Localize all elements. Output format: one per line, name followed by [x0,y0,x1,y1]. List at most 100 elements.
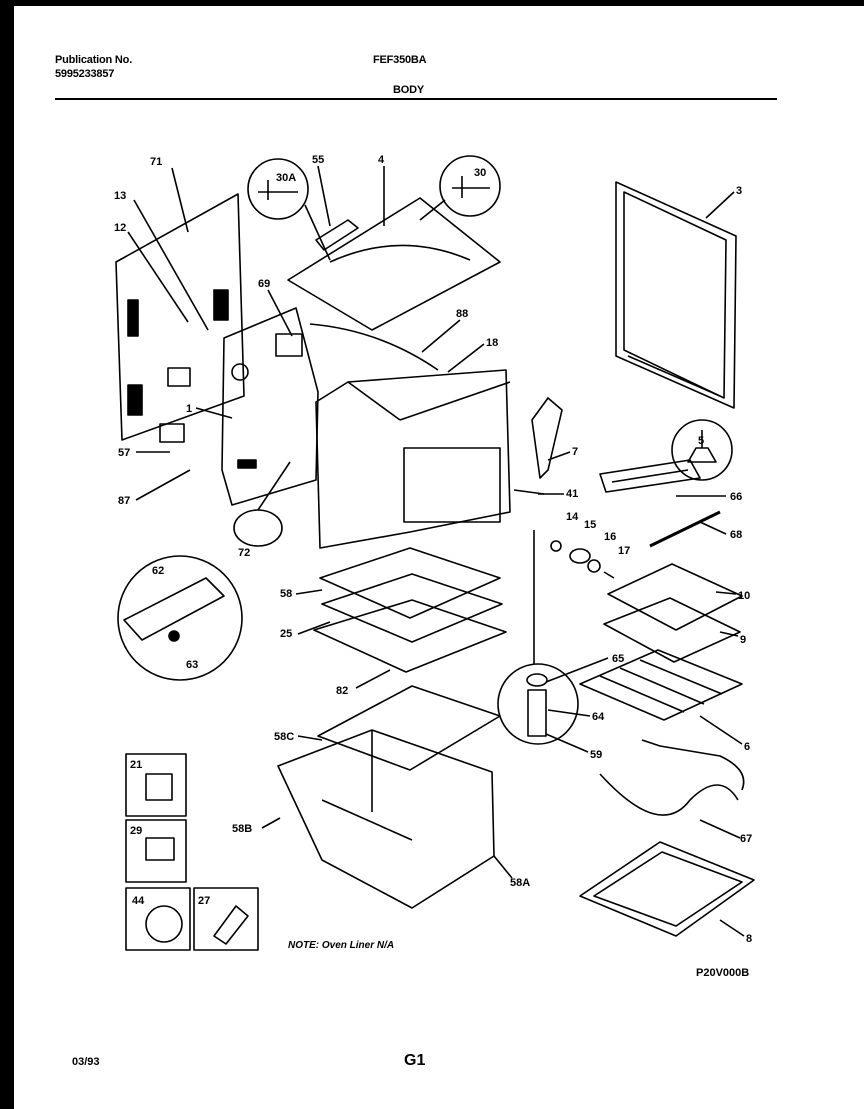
section-title: BODY [393,84,424,96]
leader-58 [295,589,323,595]
detail-30a-circle [247,158,309,220]
callout-72: 72 [238,547,250,559]
leader-30 [419,199,446,221]
part-68-element [649,510,721,548]
leader-58c [297,735,323,741]
part-29-icon [145,837,175,861]
leader-25 [297,621,331,635]
callout-64: 64 [592,711,605,723]
leader-64 [547,709,591,717]
leader-69 [267,289,293,337]
callout-41: 41 [566,488,578,500]
leader-12 [127,231,189,323]
part-69-clip [275,333,303,357]
drawing-code: P20V000B [696,967,749,979]
box-44 [125,887,191,951]
callout-66: 66 [730,491,742,503]
callout-29: 29 [130,825,142,837]
part-30-bracket [452,176,490,198]
part-4-top-panel [287,197,501,331]
callout-6: 6 [744,741,750,753]
part-17-screw [603,571,615,579]
publication-number: 5995233857 [55,68,115,80]
leader-18 [447,343,485,373]
part-62-terminal-block [123,577,225,641]
part-25-pan [321,573,503,643]
part-64-light-housing [527,689,547,737]
callout-30a: 30A [276,172,296,184]
leader-88 [421,319,461,353]
leader-72 [257,461,291,511]
callout-10: 10 [738,590,750,602]
callout-1: 1 [186,403,192,415]
callout-58c: 58C [274,731,294,743]
callout-69: 69 [258,278,270,290]
callout-12: 12 [114,222,126,234]
callout-7: 7 [572,446,578,458]
part-3-door-frame [615,181,737,409]
callout-16: 16 [604,531,616,543]
part-67-sensor [641,739,745,791]
part-82-bottom-plate [313,599,507,673]
leader-82 [355,669,391,689]
part-15-socket [569,548,591,564]
callout-13: 13 [114,190,126,202]
leader-10 [715,591,737,595]
part-7-hinge [531,397,563,479]
box-27 [193,887,259,951]
callout-5: 5 [698,435,704,447]
callout-58: 58 [280,588,292,600]
callout-82: 82 [336,685,348,697]
leader-68 [699,521,727,535]
detail-62-circle [117,555,243,681]
callout-4: 4 [378,154,385,166]
detail-30-circle [439,155,501,217]
leader-1 [195,407,233,419]
callout-15: 15 [584,519,596,531]
leader-87 [135,469,191,501]
callout-30: 30 [474,167,486,179]
callout-62: 62 [152,565,164,577]
part-8-drawer-inner [593,851,743,927]
box-21 [125,753,187,817]
part-72-insulation [233,509,283,547]
callout-87: 87 [118,495,130,507]
callout-58b: 58B [232,823,252,835]
oven-liner-note: NOTE: Oven Liner N/A [288,940,394,951]
leader-30a [304,204,331,261]
callout-57: 57 [118,447,130,459]
part-71-back-panel [115,193,245,441]
part-16-lamp [587,559,601,573]
callout-63: 63 [186,659,198,671]
part-6-oven-rack [579,649,743,721]
callout-88: 88 [456,308,468,320]
oven-cavity [315,369,511,549]
callout-18: 18 [486,337,498,349]
leader-3 [705,191,735,219]
callout-labels: 71 13 12 30A 55 4 30 3 69 88 18 1 57 87 … [114,154,752,979]
callout-67: 67 [740,833,752,845]
callout-71: 71 [150,156,162,168]
header-rule [55,98,777,100]
callout-9: 9 [740,634,746,646]
leader-58b [261,817,281,829]
model-number: FEF350BA [373,54,427,66]
part-14-washer [550,540,562,552]
detail-64-circle [497,663,579,745]
part-58-insulation [319,547,501,619]
leader-67 [699,819,741,839]
part-10-broiler-grid [607,563,743,631]
leader-13 [133,199,209,331]
callout-68: 68 [730,529,742,541]
callout-17: 17 [618,545,630,557]
part-44-knob-icon [145,905,183,943]
part-27-clip-icon [213,905,249,945]
footer-date: 03/93 [72,1056,100,1068]
publication-label: Publication No. [55,54,133,66]
part-63-screw [168,630,180,642]
leader-7 [547,451,571,461]
part-55-bracket [315,219,359,251]
callout-21: 21 [130,759,142,771]
leader-55 [317,165,331,227]
